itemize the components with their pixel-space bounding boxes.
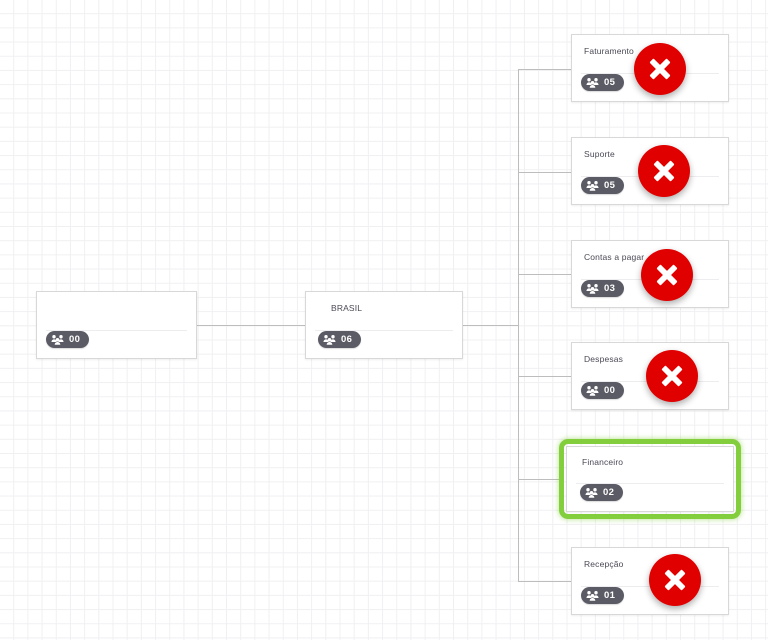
users-group-icon <box>586 590 599 601</box>
org-node-despesas-member-count: 00 <box>604 384 616 396</box>
org-node-faturamento-member-count: 05 <box>604 76 616 88</box>
users-group-icon <box>586 180 599 191</box>
org-node-financeiro-member-count: 02 <box>603 486 615 498</box>
org-node-financeiro[interactable]: Financeiro 02 <box>566 446 734 512</box>
connector-branch-despesas <box>518 376 572 377</box>
org-node-financeiro-divider <box>576 483 724 484</box>
org-node-brasil-member-badge[interactable]: 06 <box>318 331 362 348</box>
org-node-root[interactable]: 00 <box>36 291 197 359</box>
users-group-icon <box>323 334 336 345</box>
org-node-contas-a-pagar-remove-marker[interactable] <box>641 249 693 301</box>
org-node-root-member-count: 00 <box>69 333 81 345</box>
org-node-suporte-member-count: 05 <box>604 179 616 191</box>
users-group-icon <box>586 283 599 294</box>
org-node-recepcao-title: Recepção <box>584 559 624 569</box>
connector-branch-faturamento <box>518 69 572 70</box>
connector-root-to-brasil <box>197 325 305 326</box>
connector-branch-suporte <box>518 172 572 173</box>
users-group-icon <box>586 77 599 88</box>
org-node-recepcao-member-count: 01 <box>604 589 616 601</box>
org-node-root-divider <box>46 330 187 331</box>
org-node-faturamento-title: Faturamento <box>584 46 634 56</box>
org-node-contas-a-pagar-member-count: 03 <box>604 282 616 294</box>
org-node-financeiro-member-badge[interactable]: 02 <box>580 484 624 501</box>
connector-trunk-vertical <box>518 69 519 581</box>
org-node-suporte-title: Suporte <box>584 149 615 159</box>
org-node-faturamento-member-badge[interactable]: 05 <box>581 74 625 91</box>
org-node-contas-a-pagar[interactable]: Contas a pagar 03 <box>571 240 729 308</box>
org-node-brasil-divider <box>315 330 453 331</box>
connector-branch-financeiro <box>518 479 562 480</box>
org-node-brasil-member-count: 06 <box>341 333 353 345</box>
org-node-despesas-remove-marker[interactable] <box>646 350 698 402</box>
org-node-suporte-member-badge[interactable]: 05 <box>581 177 625 194</box>
users-group-icon <box>586 385 599 396</box>
org-node-contas-a-pagar-title: Contas a pagar <box>584 252 645 262</box>
connector-brasil-to-trunk <box>463 325 518 326</box>
org-node-financeiro-title: Financeiro <box>582 457 624 467</box>
org-node-suporte-remove-marker[interactable] <box>638 145 690 197</box>
users-group-icon <box>585 487 598 498</box>
org-node-despesas-title: Despesas <box>584 354 623 364</box>
org-node-despesas-member-badge[interactable]: 00 <box>581 382 625 399</box>
connector-branch-recepcao <box>518 581 572 582</box>
org-node-despesas[interactable]: Despesas 00 <box>571 342 729 410</box>
users-group-icon <box>51 334 64 345</box>
org-node-contas-a-pagar-member-badge[interactable]: 03 <box>581 280 625 297</box>
org-node-brasil-title: BRASIL <box>331 303 363 313</box>
org-node-faturamento-remove-marker[interactable] <box>634 43 686 95</box>
org-node-root-member-badge[interactable]: 00 <box>46 331 90 348</box>
org-node-recepcao-member-badge[interactable]: 01 <box>581 587 625 604</box>
org-node-brasil[interactable]: BRASIL 06 <box>305 291 463 359</box>
connector-branch-contas-pagar <box>518 274 572 275</box>
org-node-recepcao-remove-marker[interactable] <box>649 554 701 606</box>
